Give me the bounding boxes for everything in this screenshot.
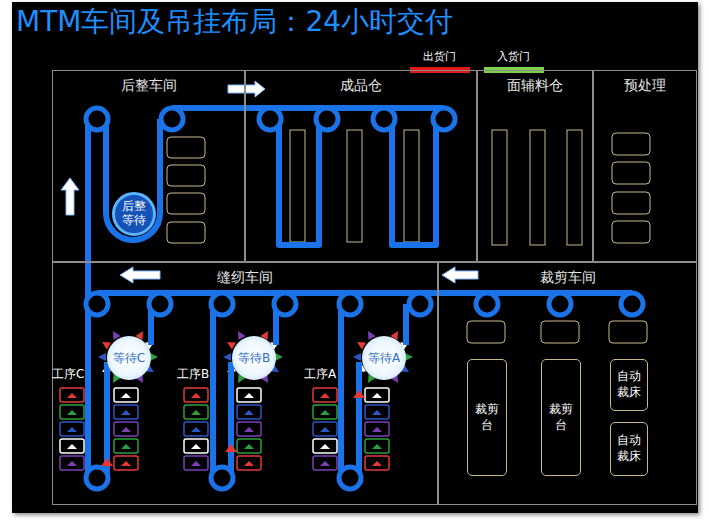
text-label: 出货门 bbox=[423, 49, 456, 64]
wait-station: 等待A bbox=[362, 336, 406, 380]
wait-station: 后整等待 bbox=[112, 192, 156, 236]
workshop-area: 预处理 bbox=[593, 70, 697, 262]
text-label: 自动裁床 bbox=[617, 433, 641, 464]
text-label: 成品仓 bbox=[246, 77, 476, 94]
text-label: 后整车间 bbox=[53, 77, 244, 94]
text-label: 自动裁床 bbox=[617, 369, 641, 400]
warehouse-area: 面辅料仓 bbox=[477, 70, 593, 262]
text-label: 面辅料仓 bbox=[478, 77, 592, 94]
text-label: 工序A bbox=[304, 366, 336, 383]
text-label: 入货门 bbox=[497, 49, 530, 64]
workshop-area: 缝纫车间等待C 等待B 等待A bbox=[52, 262, 438, 505]
text-label: 工序B bbox=[177, 366, 209, 383]
cutting-table: 裁剪台 bbox=[467, 359, 507, 476]
process-label: 工序B bbox=[177, 366, 209, 383]
text-label: 裁剪车间 bbox=[439, 269, 696, 286]
text-label: 等待A bbox=[368, 350, 400, 367]
door-label: 出货门 bbox=[423, 49, 456, 64]
door-label: 入货门 bbox=[497, 49, 530, 64]
text-label: 等待B bbox=[238, 350, 270, 367]
text-label: 裁剪台 bbox=[549, 402, 573, 433]
wait-station: 等待C bbox=[107, 336, 151, 380]
text-label: 预处理 bbox=[594, 77, 696, 94]
warehouse-area: 成品仓 bbox=[245, 70, 477, 262]
text-label: 等待C bbox=[113, 350, 145, 367]
auto-cutter: 自动裁床 bbox=[610, 359, 648, 411]
workshop-area: 裁剪车间裁剪台裁剪台自动裁床自动裁床 bbox=[438, 262, 697, 505]
text-label: 后整等待 bbox=[122, 200, 146, 228]
text-label: 缝纫车间 bbox=[53, 269, 437, 286]
cutting-table: 裁剪台 bbox=[541, 359, 581, 476]
auto-cutter: 自动裁床 bbox=[610, 422, 648, 476]
workshop-area: 后整车间后整等待 bbox=[52, 70, 245, 262]
text-label: MTM车间及吊挂布局：24小时交付 bbox=[16, 5, 453, 39]
wait-station: 等待B bbox=[232, 336, 276, 380]
text-label: 裁剪台 bbox=[475, 402, 499, 433]
text-label: 工序C bbox=[52, 366, 84, 383]
process-label: 工序A bbox=[304, 366, 336, 383]
title-wrap: MTM车间及吊挂布局：24小时交付 bbox=[16, 5, 453, 39]
process-label: 工序C bbox=[52, 366, 84, 383]
